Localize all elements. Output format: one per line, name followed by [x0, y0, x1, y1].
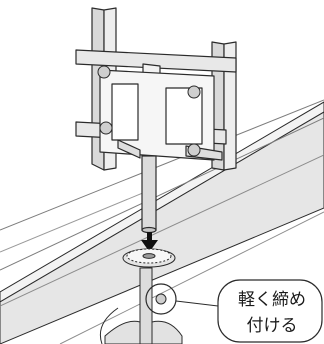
bolt-icon: [99, 121, 113, 135]
stand-frame: [75, 7, 237, 171]
base-post: [99, 267, 183, 344]
bolt-icon: [187, 85, 201, 99]
bolt-icon: [155, 293, 167, 305]
callout-text-line1: 軽く締め: [238, 290, 306, 310]
rail-side-face: [0, 111, 324, 344]
bolt-icon: [187, 143, 201, 157]
callout-text-line2: 付ける: [246, 316, 298, 336]
bolt-highlight: [145, 283, 219, 315]
frame-top-bar: [75, 49, 237, 73]
arrow-down-icon: [141, 232, 158, 252]
support-pipe: [141, 155, 157, 234]
bolt-icon: [97, 65, 111, 79]
frame-bolts: [97, 65, 201, 157]
callout-bubble: [217, 279, 323, 343]
base-ring: [122, 248, 176, 268]
